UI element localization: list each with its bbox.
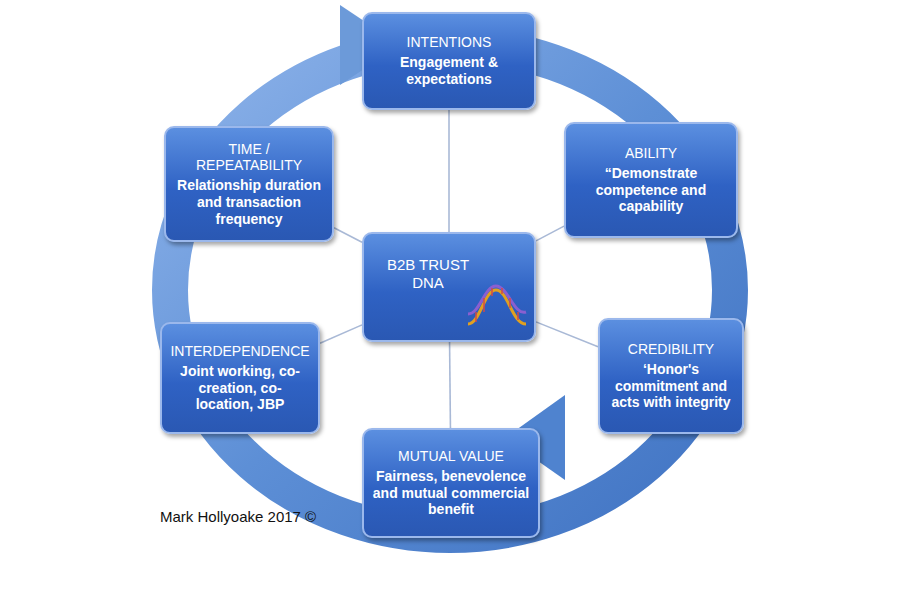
box-body: Relationship duration and transaction fr… xyxy=(174,177,324,227)
box-body: ‘Honor's commitment and acts with integr… xyxy=(608,361,734,411)
ring-band xyxy=(170,45,730,535)
spoke-line xyxy=(320,325,362,343)
box-heading: ABILITY xyxy=(625,145,677,162)
spoke-line xyxy=(448,110,450,232)
box-heading: CREDIBILITY xyxy=(628,341,714,358)
box-body: “Demonstrate competence and capability xyxy=(574,165,728,215)
copyright-note: Mark Hollyoake 2017 © xyxy=(160,508,316,525)
factor-box: TIME / REPEATABILITYRelationship duratio… xyxy=(164,126,334,242)
spoke-line xyxy=(536,226,564,241)
box-heading: MUTUAL VALUE xyxy=(398,448,504,465)
factor-box: INTERDEPENDENCE Joint working, co-creatio… xyxy=(160,322,320,434)
box-body: Fairness, benevolence and mutual commerc… xyxy=(372,468,530,518)
box-body: Engagement & expectations xyxy=(372,54,526,88)
spoke-line xyxy=(334,228,362,242)
factor-box: INTENTIONS Engagement & expectations xyxy=(362,12,536,110)
factor-box: CREDIBILITY ‘Honor's commitment and acts … xyxy=(598,318,744,434)
core-box: B2B TRUST DNA xyxy=(362,232,536,342)
spoke-line xyxy=(536,322,598,347)
factor-box: ABILITY “Demonstrate competence and capab… xyxy=(564,122,738,238)
box-heading: INTENTIONS xyxy=(407,34,492,51)
box-body: Joint working, co-creation, co-location,… xyxy=(170,363,310,413)
box-heading: B2B TRUST DNA xyxy=(372,256,484,292)
spoke-line xyxy=(449,342,451,428)
box-heading: INTERDEPENDENCE xyxy=(170,343,309,360)
factor-box: MUTUAL VALUE Fairness, benevolence and mu… xyxy=(362,428,540,538)
box-heading: TIME / REPEATABILITY xyxy=(174,141,324,175)
